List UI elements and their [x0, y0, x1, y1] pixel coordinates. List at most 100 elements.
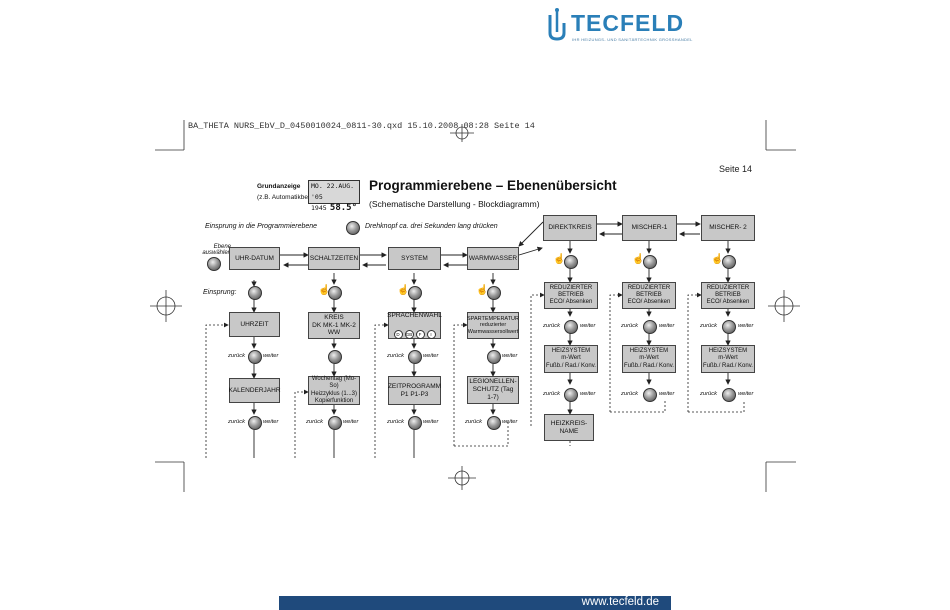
dial-knob-icon — [722, 255, 736, 269]
nav-weiter-label: weiter — [343, 419, 359, 425]
box-legionellenschutz[interactable]: LEGIONELLEN- SCHUTZ (Tag 1-7) — [467, 376, 519, 404]
language-flag-f[interactable]: F — [415, 329, 425, 339]
note-ebene-auswaehlen: Ebene auswählen — [202, 244, 231, 256]
grundanzeige-label: Grundanzeige — [257, 183, 301, 190]
dial-knob-icon[interactable] — [487, 416, 501, 430]
level-warmwasser[interactable]: WARMWASSER — [467, 247, 519, 270]
footer-url-link[interactable]: www.tecfeld.de — [581, 596, 659, 608]
box-kalenderjahr[interactable]: KALENDERJAHR — [229, 378, 281, 403]
dial-knob-icon[interactable] — [564, 388, 578, 402]
dial-knob-icon — [207, 257, 221, 271]
box-heizsystem-m2[interactable]: HEIZSYSTEM m-Wert Fußb./ Rad./ Konv. — [701, 345, 755, 373]
box-reduzierter-betrieb-m2[interactable]: REDUZIERTER BETRIEB ECO/ Absenken — [701, 282, 755, 309]
dial-knob-icon[interactable] — [722, 320, 736, 334]
language-flag-i[interactable]: I — [426, 329, 436, 339]
dial-knob-icon[interactable] — [408, 416, 422, 430]
note-einsprung: Einsprung: — [203, 289, 237, 296]
nav-weiter-label: weiter — [659, 323, 675, 329]
dial-knob-icon — [328, 286, 342, 300]
nav-weiter-label: weiter — [502, 419, 518, 425]
nav-weiter-label: weiter — [738, 391, 754, 397]
dial-knob-icon — [487, 286, 501, 300]
hand-press-icon: ☝ — [553, 254, 566, 265]
nav-zurueck-label: zurück — [465, 419, 483, 425]
box-heizsystem-m1[interactable]: HEIZSYSTEM m-Wert Fußb./ Rad./ Konv. — [622, 345, 676, 373]
nav-zurueck-label: zurück — [228, 353, 246, 359]
dial-knob-icon[interactable] — [487, 350, 501, 364]
level-mischer-1[interactable]: MISCHER-1 — [622, 215, 677, 241]
language-flag-gb[interactable]: GB — [404, 329, 414, 339]
dial-knob-icon[interactable] — [408, 350, 422, 364]
dial-knob-icon[interactable] — [248, 350, 262, 364]
box-reduzierter-betrieb-m1[interactable]: REDUZIERTER BETRIEB ECO/ Absenken — [622, 282, 676, 309]
lcd-temperature: 58.5° — [329, 203, 357, 213]
level-uhr-datum[interactable]: UHR-DATUM — [229, 247, 280, 270]
note-einsprung-programmierebene: Einsprung in die Programmierebene — [205, 223, 318, 230]
nav-zurueck-label: zurück — [621, 391, 639, 397]
nav-weiter-label: weiter — [423, 419, 439, 425]
level-schaltzeiten[interactable]: SCHALTZEITEN — [308, 247, 360, 270]
dial-knob-icon[interactable] — [643, 388, 657, 402]
nav-weiter-label: weiter — [423, 353, 439, 359]
dial-knob-icon[interactable] — [722, 388, 736, 402]
lcd-date: MO. 22.AUG. '05 — [311, 182, 355, 201]
hand-press-icon: ☝ — [711, 254, 724, 265]
nav-weiter-label: weiter — [263, 419, 279, 425]
nav-zurueck-label: zurück — [621, 323, 639, 329]
box-heizsystem-dk[interactable]: HEIZSYSTEM m-Wert Fußb./ Rad./ Konv. — [544, 345, 598, 373]
level-mischer-2[interactable]: MISCHER- 2 — [701, 215, 755, 241]
box-wochentag[interactable]: Wochentag (Mo-So) Heizzyklus (1...3) Kop… — [308, 376, 360, 405]
dial-knob-icon[interactable] — [248, 416, 262, 430]
nav-weiter-label: weiter — [502, 353, 518, 359]
level-direktkreis[interactable]: DIREKTKREIS — [543, 215, 597, 241]
hand-press-icon: ☝ — [632, 254, 645, 265]
lcd-time: 1945 — [311, 204, 327, 212]
nav-weiter-label: weiter — [659, 391, 675, 397]
nav-zurueck-label: zurück — [306, 419, 324, 425]
dial-knob-icon — [346, 221, 360, 235]
nav-weiter-label: weiter — [580, 323, 596, 329]
box-heizkreisname[interactable]: HEIZKREIS- NAME — [544, 414, 594, 441]
nav-zurueck-label: zurück — [387, 419, 405, 425]
dial-knob-icon — [643, 255, 657, 269]
note-drehknopf: Drehknopf ca. drei Sekunden lang drücken — [365, 223, 498, 230]
language-flag-d[interactable]: D — [393, 329, 403, 339]
box-uhrzeit[interactable]: UHRZEIT — [229, 312, 280, 337]
dial-knob-icon[interactable] — [564, 320, 578, 334]
logo-text: TECFELD — [571, 10, 685, 36]
nav-zurueck-label: zurück — [543, 323, 561, 329]
box-reduzierter-betrieb-dk[interactable]: REDUZIERTER BETRIEB ECO/ Absenken — [544, 282, 598, 309]
hand-press-icon: ☝ — [318, 285, 331, 296]
nav-weiter-label: weiter — [580, 391, 596, 397]
hand-press-icon: ☝ — [476, 285, 489, 296]
box-kreis[interactable]: KREIS DK MK-1 MK-2 WW — [308, 312, 360, 339]
dial-knob-icon[interactable] — [643, 320, 657, 334]
dial-knob-icon — [564, 255, 578, 269]
nav-zurueck-label: zurück — [700, 323, 718, 329]
grundanzeige-sub: (z.B. Automatikbetrieb) — [257, 194, 323, 201]
dial-knob-icon[interactable] — [328, 350, 342, 364]
print-info: BA_THETA NURS_EbV_D_0450010024_0811-30.q… — [188, 121, 535, 131]
nav-zurueck-label: zurück — [700, 391, 718, 397]
page-subtitle: (Schematische Darstellung - Blockdiagram… — [369, 199, 540, 209]
box-spartemperatur[interactable]: SPARTEMPERATUR reduzierter Warmwassersol… — [467, 312, 519, 339]
page-title: Programmierebene – Ebenenübersicht — [369, 178, 617, 193]
dial-knob-icon — [408, 286, 422, 300]
box-zeitprogramm[interactable]: ZEITPROGRAMM P1 P1-P3 — [388, 376, 441, 405]
dial-knob-icon[interactable] — [328, 416, 342, 430]
sprachenwahl-label: SPRACHENWAHL — [387, 312, 442, 320]
level-system[interactable]: SYSTEM — [388, 247, 441, 270]
hand-press-icon: ☝ — [397, 285, 410, 296]
nav-zurueck-label: zurück — [387, 353, 405, 359]
page-number: Seite 14 — [719, 164, 753, 174]
nav-weiter-label: weiter — [263, 353, 279, 359]
footer-bar: www.tecfeld.de — [279, 596, 671, 610]
dial-knob-icon — [248, 286, 262, 300]
logo-subtitle: IHR HEIZUNGS- UND SANITÄRTECHNIK GROSSHA… — [572, 37, 693, 42]
tecfeld-logo-icon — [548, 8, 566, 41]
nav-weiter-label: weiter — [738, 323, 754, 329]
nav-zurueck-label: zurück — [228, 419, 246, 425]
